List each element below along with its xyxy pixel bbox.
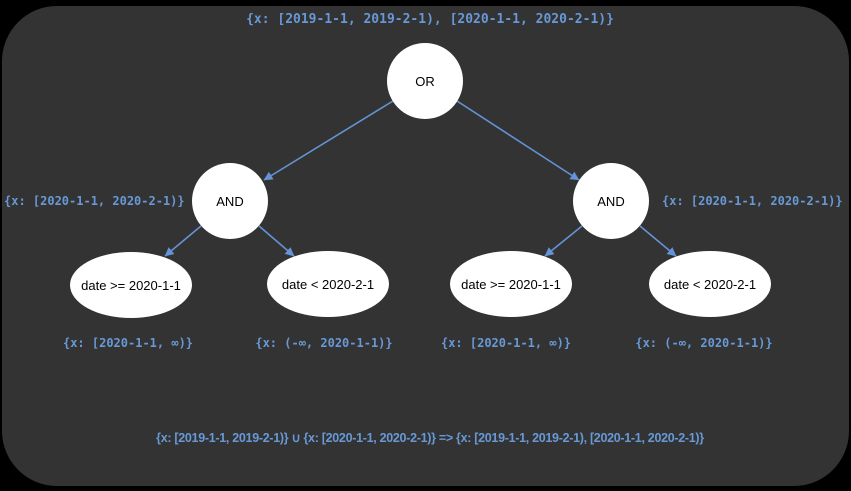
leaf-label: date < 2020-2-1 [281,276,375,292]
node-leaf-date-lt-right: date < 2020-2-1 [649,251,771,317]
node-and-right-label: AND [597,193,625,209]
leaf1-annotation: {x: [2020-1-1, ∞)} [62,336,194,350]
leaf2-annotation: {x: (-∞, 2020-1-1)} [255,336,393,350]
node-and-right: AND [573,163,649,239]
union-result-formula: {x: [2019-1-1, 2019-2-1)} ∪ {x: [2020-1-… [156,431,704,445]
node-or: OR [387,43,463,119]
leaf-label: date >= 2020-1-1 [461,276,561,292]
root-result-annotation: {x: [2019-1-1, 2019-2-1), [2020-1-1, 202… [246,12,614,27]
node-or-label: OR [415,73,435,89]
node-leaf-date-gte-right: date >= 2020-1-1 [450,251,572,317]
left-and-annotation: {x: [2020-1-1, 2020-2-1)} [4,194,185,208]
leaf-label: date < 2020-2-1 [663,276,757,292]
right-and-annotation: {x: [2020-1-1, 2020-2-1)} [662,194,843,208]
leaf4-annotation: {x: (-∞, 2020-1-1)} [635,336,773,350]
node-leaf-date-gte-left: date >= 2020-1-1 [70,252,192,318]
node-leaf-date-lt-left: date < 2020-2-1 [267,251,389,317]
leaf3-annotation: {x: [2020-1-1, ∞)} [440,336,572,350]
leaf-label: date >= 2020-1-1 [81,277,181,293]
node-and-left: AND [192,163,268,239]
node-and-left-label: AND [216,193,244,209]
